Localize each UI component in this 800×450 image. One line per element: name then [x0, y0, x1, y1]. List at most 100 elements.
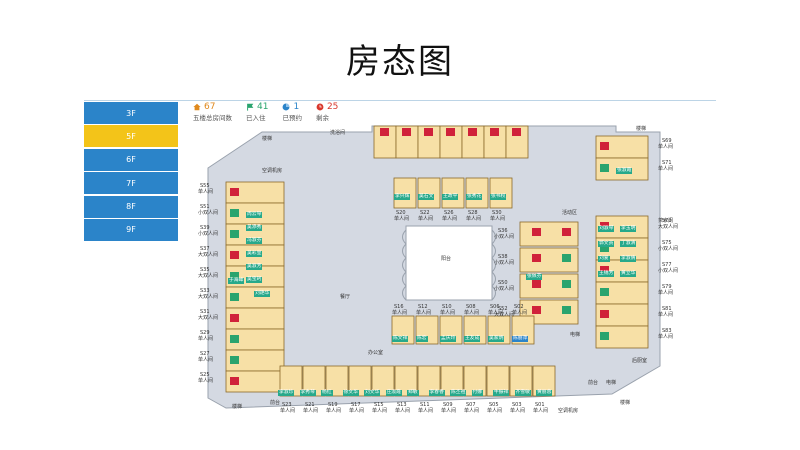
bed-icon — [532, 306, 541, 314]
resident-name: 吴淑芳 — [246, 264, 263, 270]
area-bath: 洗浴间 — [330, 130, 346, 136]
bed-icon — [512, 128, 521, 136]
area-tea: 茶水间 — [658, 218, 674, 224]
room-s13[interactable] — [394, 365, 418, 397]
room-s07[interactable] — [463, 365, 487, 397]
bed-icon — [446, 128, 455, 136]
resident-name: 张书权 — [490, 194, 507, 200]
room-type: 单人间 — [395, 408, 411, 414]
resident-name: 郭文员 — [598, 241, 615, 247]
floor-button-5f[interactable]: 5F — [84, 125, 178, 148]
room-s09[interactable] — [440, 365, 464, 397]
room-s15[interactable] — [371, 365, 395, 397]
room-type: 单人间 — [490, 216, 506, 222]
room-type: 小双人间 — [494, 260, 515, 266]
room-number: S83 — [662, 328, 672, 334]
room-number: S01 — [535, 402, 545, 408]
room-s05[interactable] — [486, 365, 510, 397]
room-s01[interactable] — [532, 365, 556, 397]
area-hall: 餐厅 — [340, 294, 351, 300]
resident-name: 周云琴 — [246, 212, 263, 218]
resident-name: 李兴辉 — [394, 194, 411, 200]
resident-name: 张佩芬 — [526, 274, 543, 280]
stat-reserved: 1 已预约 — [282, 102, 302, 122]
top-room[interactable] — [505, 125, 529, 159]
bed-icon — [230, 377, 239, 385]
room-s19[interactable] — [325, 365, 349, 397]
floor-button-7f[interactable]: 7F — [84, 172, 178, 195]
room-number: S10 — [442, 304, 452, 310]
resident-name: 吴家炳 — [488, 336, 505, 342]
room-type: 单人间 — [464, 408, 480, 414]
resident-name: 陈丕祖 — [450, 390, 467, 396]
room-type: 单人间 — [198, 189, 214, 195]
area-ac-room: 空调机房 — [262, 168, 283, 174]
room-type: 单人间 — [533, 408, 549, 414]
floor-button-8f[interactable]: 8F — [84, 195, 178, 218]
bed-icon — [230, 335, 239, 343]
room-type: 单人间 — [198, 378, 214, 384]
room-type: 大双人间 — [198, 294, 219, 300]
stat-remaining: 25 剩余 — [316, 102, 338, 122]
room-number: S28 — [468, 210, 478, 216]
room-type: 单人间 — [487, 408, 503, 414]
room-s21[interactable] — [302, 365, 326, 397]
flag-icon — [247, 103, 254, 111]
room-s11[interactable] — [417, 365, 441, 397]
room-number: S06 — [490, 304, 500, 310]
room-type: 单人间 — [303, 408, 319, 414]
stat-reserved-value: 1 — [293, 102, 300, 112]
room-type: 单人间 — [280, 408, 296, 414]
resident-name: 刘淑琴 — [598, 226, 615, 232]
room-number: S31 — [200, 309, 210, 315]
room-number: S16 — [394, 304, 404, 310]
room-number: S02 — [514, 304, 524, 310]
bed-icon — [230, 356, 239, 364]
content-frame — [84, 100, 716, 424]
resident-name: 陈丽萍 — [512, 336, 529, 342]
room-s20[interactable] — [393, 177, 417, 209]
bed-icon — [532, 254, 541, 262]
room-number: S07 — [466, 402, 476, 408]
room-s38[interactable] — [519, 247, 579, 273]
room-s17[interactable] — [348, 365, 372, 397]
room-s22[interactable] — [417, 177, 441, 209]
room-s23[interactable] — [279, 365, 303, 397]
stat-remaining-value: 25 — [326, 102, 339, 112]
room-s83[interactable] — [595, 325, 649, 349]
room-s30[interactable] — [489, 177, 513, 209]
resident-name: 王友成 — [464, 336, 481, 342]
room-number: S03 — [512, 402, 522, 408]
resident-name: 李淑倩 — [620, 256, 637, 262]
room-number: S19 — [328, 402, 338, 408]
floor-button-3f[interactable]: 3F — [84, 102, 178, 124]
area-office: 办公室 — [368, 350, 384, 356]
room-type: 单人间 — [510, 408, 526, 414]
room-type: 单人间 — [658, 334, 674, 340]
room-number: S50 — [498, 280, 508, 286]
resident-name: 付娜 — [471, 390, 484, 396]
room-number: S12 — [418, 304, 428, 310]
resident-name: 黄立华 — [620, 271, 637, 277]
bed-icon — [490, 128, 499, 136]
floor-button-6f[interactable]: 6F — [84, 148, 178, 171]
area-balcony: 阳台 — [441, 256, 452, 262]
room-number: S21 — [305, 402, 315, 408]
room-s26[interactable] — [441, 177, 465, 209]
room-type: 单人间 — [392, 310, 408, 316]
bed-icon — [230, 314, 239, 322]
resident-name: 郑敏 — [407, 390, 419, 396]
room-type: 单人间 — [488, 310, 504, 316]
resident-name: 齐雪敏 — [514, 390, 531, 396]
floor-plan: 楼梯 洗浴间 楼梯 空调机房 活动区 茶水间 阳台 餐厅 办公室 电梯 电梯 前… — [196, 118, 716, 420]
room-type: 大双人间 — [198, 252, 219, 258]
bed-icon — [230, 272, 239, 280]
floor-button-9f[interactable]: 9F — [84, 218, 178, 241]
room-type: 单人间 — [441, 408, 457, 414]
area-elevator-2: 电梯 — [606, 380, 617, 386]
bed-icon — [562, 306, 571, 314]
room-s28[interactable] — [465, 177, 489, 209]
room-s03[interactable] — [509, 365, 533, 397]
area-front: 前台 — [270, 400, 281, 406]
bed-icon — [532, 280, 541, 288]
